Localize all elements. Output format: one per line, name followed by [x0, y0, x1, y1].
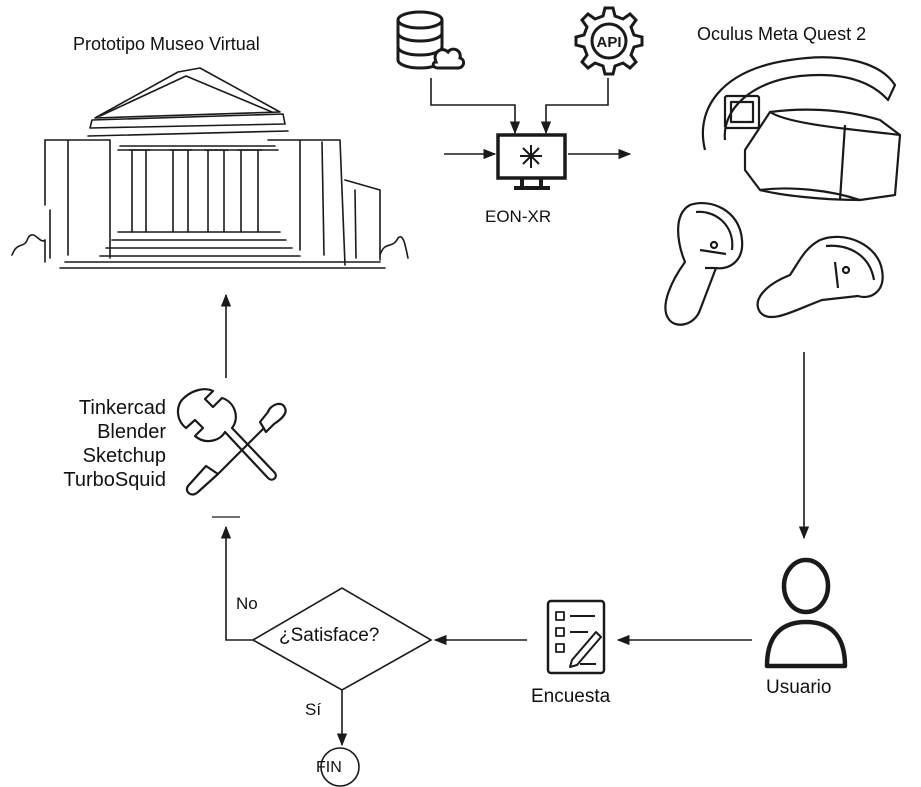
api-badge: API: [596, 34, 621, 51]
decision-no-arrow: [220, 525, 253, 641]
museum-building-icon: [11, 67, 409, 269]
database-cloud-icon: [396, 10, 466, 70]
vr-headset-icon: [701, 56, 902, 202]
user-label: Usuario: [766, 677, 832, 698]
user-icon: [764, 557, 848, 669]
tools-list: Tinkercad Blender Sketchup TurboSquid: [63, 396, 166, 492]
end-label: FIN: [316, 759, 342, 776]
end-node: [320, 747, 360, 787]
tool-item: TurboSquid: [63, 469, 166, 491]
monitor-icon: [496, 133, 567, 190]
wrench-screwdriver-icon: [176, 388, 287, 496]
decision-no-label: No: [236, 594, 258, 613]
vr-controllers-icon: [664, 201, 884, 326]
api-gear-icon: [574, 6, 644, 76]
tool-item: Tinkercad: [78, 397, 166, 419]
tool-item: Blender: [97, 421, 166, 443]
platform-label: EON-XR: [485, 207, 552, 226]
decision-yes-label: Sí: [305, 700, 322, 719]
decision-question: ¿Satisface?: [279, 625, 380, 646]
survey-clipboard-icon: [546, 599, 606, 675]
flow-arrows: [212, 293, 810, 747]
museum-title: Prototipo Museo Virtual: [73, 34, 260, 54]
survey-label: Encuesta: [531, 686, 611, 707]
decision-diamond: [251, 587, 433, 691]
tool-item: Sketchup: [82, 445, 166, 467]
data-flow-arrows: [430, 78, 632, 160]
headset-title: Oculus Meta Quest 2: [697, 24, 867, 44]
